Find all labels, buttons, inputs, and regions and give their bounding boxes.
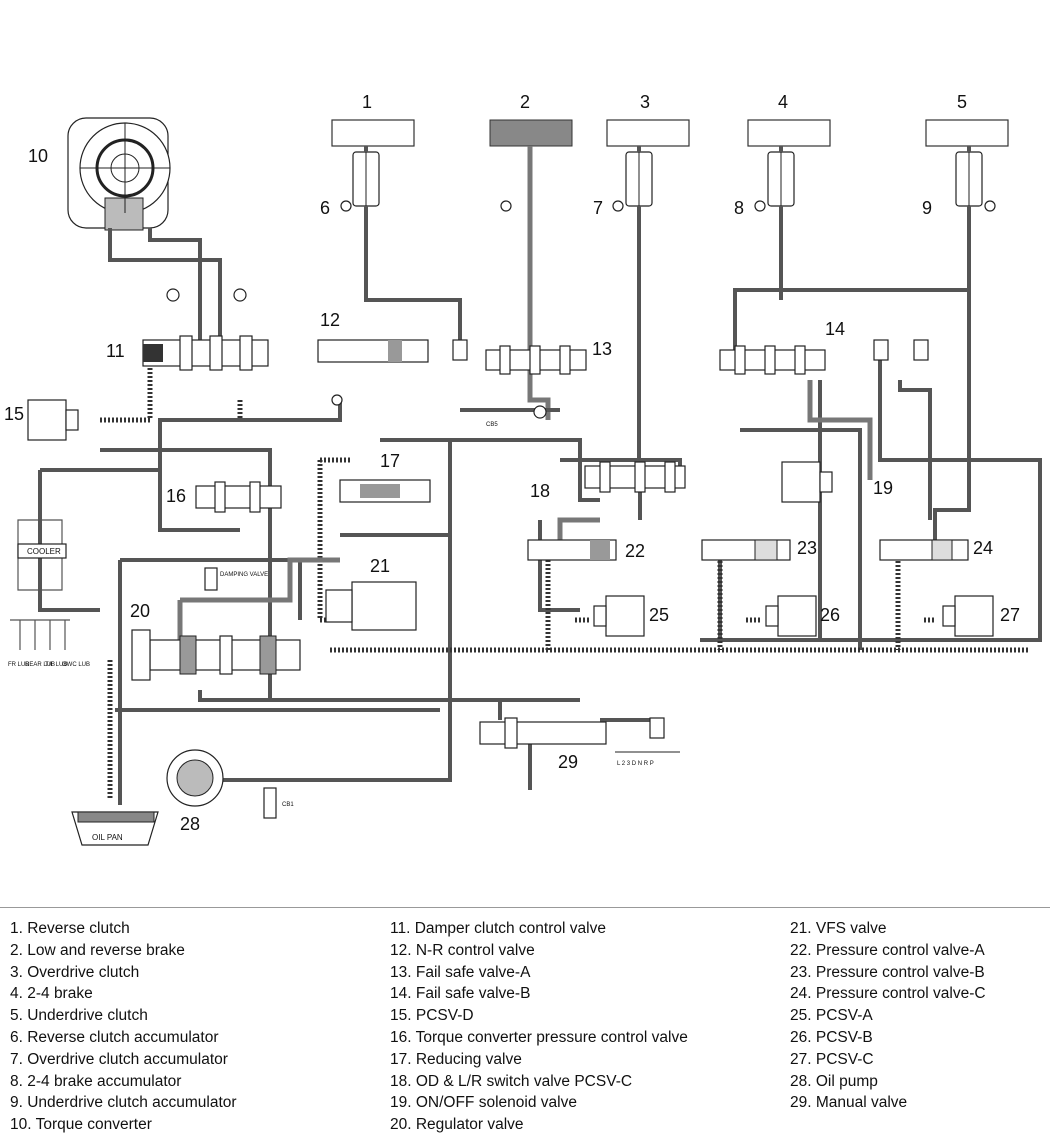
torque-converter: 10 [28,117,171,231]
lub-label-fr: FR LUB [8,662,29,668]
pcsv-a [605,595,645,637]
pcsv-b [777,595,817,637]
torque-converter-pressure-control-valve [195,485,282,509]
callout-15: 15 [4,404,24,424]
legend-item: 10. Torque converter [10,1116,152,1134]
callout-26: 26 [820,605,840,625]
callout-7: 7 [593,198,603,218]
check-ball-cb5: CB5 [486,422,498,428]
callout-29: 29 [558,752,578,772]
cooler-and-pan: COOLER FR LUB REAR LUB T/F LUB OWC LUB O… [8,543,159,846]
label-2: 2 [520,92,530,112]
legend-item: 19. ON/OFF solenoid valve [390,1094,577,1112]
legend-item: 20. Regulator valve [390,1116,524,1134]
legend-item: 6. Reverse clutch accumulator [10,1028,219,1046]
callout-9: 9 [922,198,932,218]
hydraulic-lines [10,146,1042,805]
on-off-solenoid-valve [781,461,821,503]
manual-positions: L 2 3 D N R P [617,761,654,767]
valves: 11 12 13 CB5 14 15 16 [4,288,1020,834]
legend-item: 26. PCSV-B [790,1028,873,1046]
damping-valve-label: DAMPING VALVE [220,572,268,578]
callout-18: 18 [530,481,550,501]
callout-21: 21 [370,556,390,576]
legend-item: 2. Low and reverse brake [10,941,185,959]
callout-28: 28 [180,814,200,834]
label-1: 1 [362,92,372,112]
legend-item: 18. OD & L/R switch valve PCSV-C [390,1072,633,1090]
callout-13: 13 [592,339,612,359]
pcsv-d [27,399,67,441]
lub-label-rear: REAR LUB [25,662,55,668]
callout-16: 16 [166,486,186,506]
pcsv-c [954,595,994,637]
brake-2-4-box [747,119,831,147]
callout-24: 24 [973,538,993,558]
underdrive-clutch-box [925,119,1009,147]
reverse-clutch-box [331,119,415,147]
callout-20: 20 [130,601,150,621]
legend-item: 28. Oil pump [790,1072,878,1090]
n-r-control-valve [317,339,429,363]
callout-10: 10 [28,146,48,166]
legend-item: 27. PCSV-C [790,1050,874,1068]
legend-item: 16. Torque converter pressure control va… [390,1028,688,1046]
label-3: 3 [640,92,650,112]
manual-valve [479,721,607,745]
pressure-control-valve-c [879,539,969,561]
callout-23: 23 [797,538,817,558]
low-reverse-brake-box [489,119,573,147]
callout-8: 8 [734,198,744,218]
legend-item: 14. Fail safe valve-B [390,985,531,1003]
callout-12: 12 [320,310,340,330]
callout-25: 25 [649,605,669,625]
legend-column-3: 21. VFS valve 22. Pressure control valve… [790,918,986,1114]
legend-item: 9. Underdrive clutch accumulator [10,1094,237,1112]
legend-item: 1. Reverse clutch [10,920,130,937]
legend-item: 4. 2-4 brake [10,985,93,1003]
callout-22: 22 [625,541,645,561]
label-4: 4 [778,92,788,112]
callout-11: 11 [106,341,125,361]
legend-item: 7. Overdrive clutch accumulator [10,1050,228,1068]
accumulators: 6 7 8 9 [320,151,996,218]
divider [0,907,1050,908]
legend-item: 17. Reducing valve [390,1050,522,1068]
legend-item: 22. Pressure control valve-A [790,941,985,959]
callout-27: 27 [1000,605,1020,625]
callout-19: 19 [873,478,893,498]
lub-label-tf: T/F LUB [45,662,67,668]
vfs-valve [351,581,417,631]
legend-item: 25. PCSV-A [790,1007,873,1025]
hydraulic-circuit-diagram: 1 2 3 4 5 6 7 8 9 10 [4,92,1042,846]
cooler [17,543,67,559]
clutch-boxes: 1 2 3 4 5 [331,92,1009,147]
legend-item: 5. Underdrive clutch [10,1007,148,1025]
legend-item: 13. Fail safe valve-A [390,963,531,981]
legend-item: 3. Overdrive clutch [10,963,140,981]
lub-label-owc: OWC LUB [62,662,90,668]
legend-item: 11. Damper clutch control valve [390,920,606,937]
oil-pan-label: OIL PAN [92,833,123,842]
cooler-label: COOLER [27,547,61,556]
callout-6: 6 [320,198,330,218]
overdrive-clutch-box [606,119,690,147]
legend-item: 12. N-R control valve [390,941,535,959]
legend-item: 23. Pressure control valve-B [790,963,985,981]
legend-item: 29. Manual valve [790,1094,908,1112]
legend-column-2: 11. Damper clutch control valve 12. N-R … [390,918,688,1136]
legend-item: 15. PCSV-D [390,1007,474,1025]
legend-item: 21. VFS valve [790,920,887,937]
legend-column-1: 1. Reverse clutch 2. Low and reverse bra… [10,918,237,1136]
check-ball-cb1: CB1 [282,802,294,808]
callout-17: 17 [380,451,400,471]
callout-14: 14 [825,319,845,339]
legend-item: 8. 2-4 brake accumulator [10,1072,182,1090]
legend-item: 24. Pressure control valve-C [790,985,986,1003]
label-5: 5 [957,92,967,112]
